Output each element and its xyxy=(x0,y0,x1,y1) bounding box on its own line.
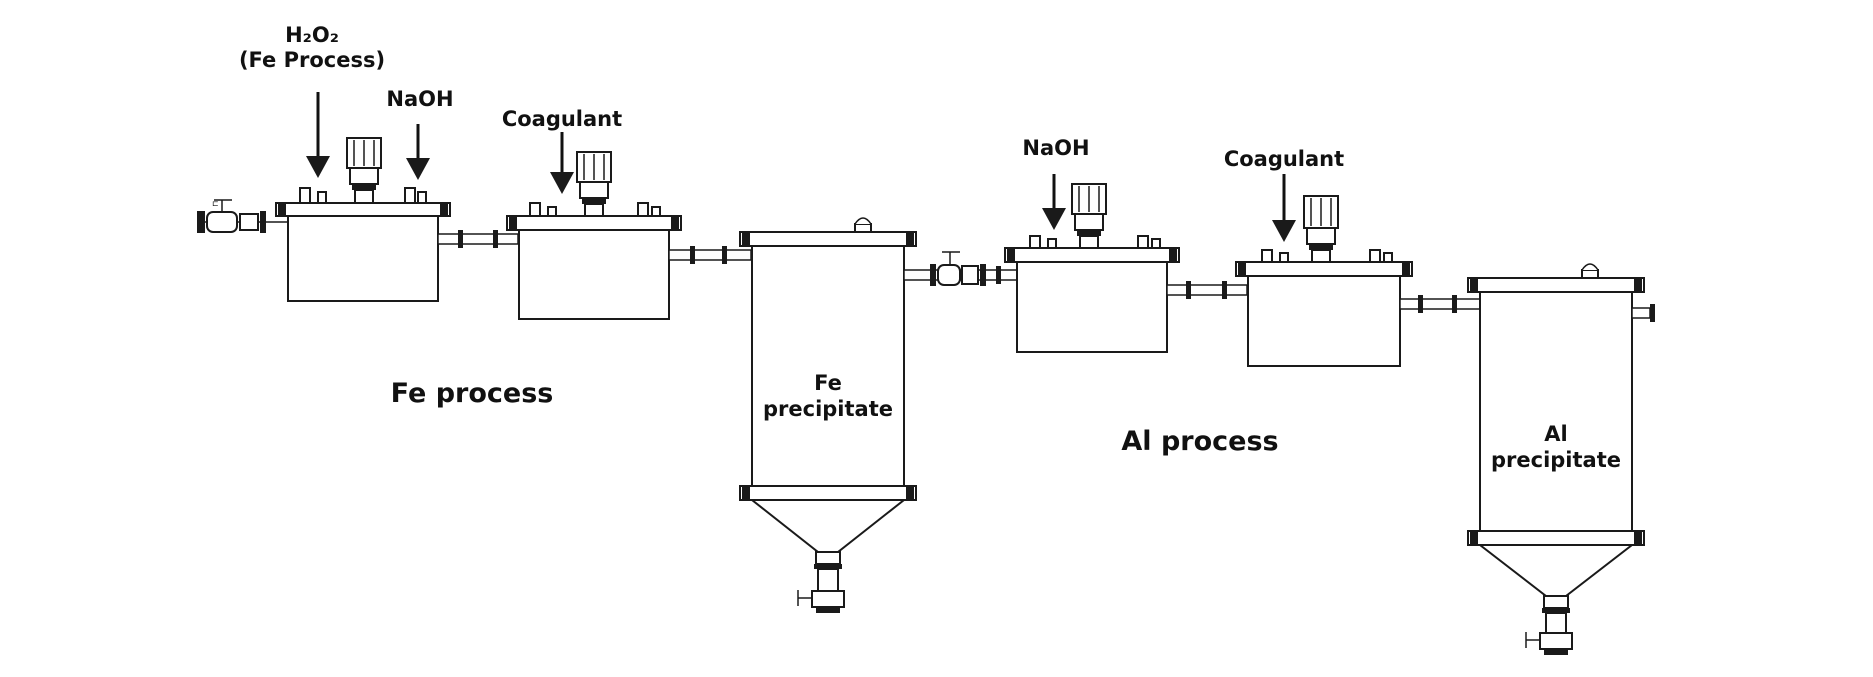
fe-precipitate-label-line2: precipitate xyxy=(763,397,893,421)
fe-settling-tank xyxy=(739,217,917,613)
h2o2-note-label: (Fe Process) xyxy=(239,48,385,72)
coagulant-al-label: Coagulant xyxy=(1224,147,1344,171)
coagulant-fe-arrow xyxy=(550,132,574,194)
al-reactor-2 xyxy=(1235,249,1413,367)
svg-text:⊏: ⊏ xyxy=(212,199,219,208)
coagulant-al-arrow xyxy=(1272,174,1296,242)
h2o2-arrow xyxy=(306,92,330,178)
inlet-valve: ⊏ xyxy=(197,199,287,233)
al-process-label: Al process xyxy=(1121,426,1278,457)
mixer-motor-3 xyxy=(1071,183,1107,249)
fe-reactor-2 xyxy=(506,202,682,320)
naoh-fe-arrow xyxy=(406,124,430,180)
fe-precipitate-label-line1: Fe xyxy=(814,371,842,395)
mixer-motor-2 xyxy=(576,151,612,217)
naoh-fe-label: NaOH xyxy=(386,87,453,111)
fe-process-label: Fe process xyxy=(391,378,554,409)
middle-valve xyxy=(903,251,1018,286)
naoh-al-arrow xyxy=(1042,174,1066,230)
mixer-motor-1 xyxy=(346,137,382,204)
mixer-motor-4 xyxy=(1303,195,1339,263)
coagulant-fe-label: Coagulant xyxy=(502,107,622,131)
al-precipitate-label-line1: Al xyxy=(1544,422,1567,446)
al-reactor-1 xyxy=(1004,235,1180,353)
pipe-5-6 xyxy=(1399,295,1481,313)
al-precipitate-label-line2: precipitate xyxy=(1491,448,1621,472)
h2o2-label: H₂O₂ xyxy=(285,23,339,47)
naoh-al-label: NaOH xyxy=(1022,136,1089,160)
pipe-1-2 xyxy=(437,230,519,248)
pipe-2-3 xyxy=(668,246,752,264)
fe-reactor-1 xyxy=(275,187,451,302)
pipe-4-5 xyxy=(1166,281,1248,299)
al-settling-tank xyxy=(1467,263,1655,655)
